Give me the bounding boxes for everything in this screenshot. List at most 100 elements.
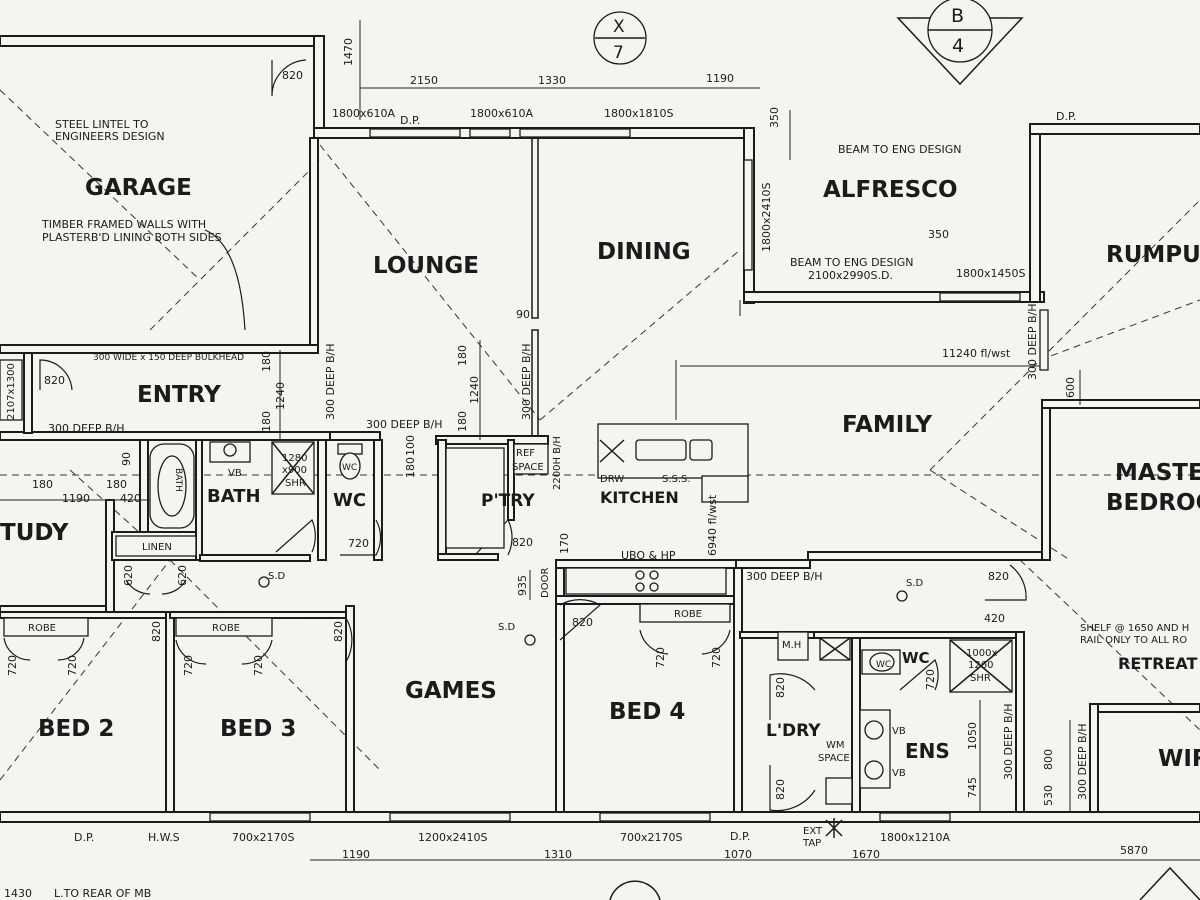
- dim-620-a: 620: [122, 565, 135, 586]
- room-kitchen: KITCHEN: [600, 488, 679, 507]
- room-entry: ENTRY: [137, 382, 221, 408]
- win-1800x1810s: 1800x1810S: [604, 107, 673, 120]
- dim-820-pantry: 820: [512, 536, 533, 549]
- dim-820-bed3: 820: [150, 621, 163, 642]
- doors: [3, 59, 1027, 812]
- dim-820-ldry1: 820: [774, 677, 787, 698]
- room-retreat: RETREAT: [1118, 654, 1198, 673]
- room-pantry: P'TRY: [481, 491, 535, 511]
- room-master: MASTE: [1115, 460, 1200, 486]
- win-1800x610a-1: 1800x610A: [332, 107, 395, 120]
- note-bulkhead: 300 WIDE x 150 DEEP BULKHEAD: [93, 353, 244, 363]
- dim-600: 600: [1064, 377, 1077, 398]
- note-timber-2: PLASTERB'D LINING BOTH SIDES: [42, 231, 222, 244]
- note-ubo: UBO & HP: [621, 549, 676, 562]
- note-ref-2: SPACE: [512, 462, 544, 473]
- dim-620-b: 620: [176, 565, 189, 586]
- note-steel-lintel-1: STEEL LINTEL TO: [55, 118, 149, 131]
- note-sd-1: S.D: [268, 571, 286, 582]
- note-hws: H.W.S: [148, 831, 180, 844]
- dim-5870-bot: 5870: [1120, 844, 1148, 857]
- dim-820-bed4: 820: [572, 616, 593, 629]
- note-shr1-3: SHR: [285, 478, 306, 489]
- note-ref-1: REF: [516, 448, 535, 459]
- dim-745: 745: [966, 777, 979, 798]
- dim-90-a: 90: [516, 308, 530, 321]
- window-alfresco-v: 1800x2410S: [760, 183, 773, 252]
- note-robe-1: ROBE: [28, 623, 56, 634]
- dim-1190-top: 1190: [706, 72, 734, 85]
- marker-b-top: B: [951, 5, 964, 27]
- note-wm-2: SPACE: [818, 753, 850, 764]
- room-bedroom: BEDROO: [1106, 490, 1200, 516]
- windows: [0, 128, 1049, 822]
- marker-x-bottom: 7: [613, 43, 624, 63]
- dim-100: 100: [404, 435, 417, 456]
- dim-720-bed2b: 720: [66, 655, 79, 676]
- note-robe-2: ROBE: [212, 623, 240, 634]
- dim-420-master: 420: [984, 612, 1005, 625]
- note-dp-3: D.P.: [74, 831, 94, 844]
- note-rear: L.TO REAR OF MB: [54, 887, 151, 900]
- win-1200x2410s: 1200x2410S: [418, 831, 487, 844]
- room-bath: BATH: [207, 486, 261, 507]
- dim-180-g: 180: [404, 457, 417, 478]
- note-sd-2: S.D: [498, 622, 516, 633]
- note-bh-kitchen: 300 DEEP B/H: [746, 570, 823, 583]
- dim-720-bed2a: 720: [6, 655, 19, 676]
- dim-180-f: 180: [106, 478, 127, 491]
- window-alfresco: 1800x1450S: [956, 267, 1025, 280]
- dim-720-bed4b: 720: [710, 647, 723, 668]
- dim-1050: 1050: [966, 722, 979, 750]
- note-bh-v2: 300 DEEP B/H: [520, 343, 533, 420]
- room-dining: DINING: [597, 239, 691, 265]
- room-wc: WC: [333, 490, 366, 511]
- dimension-lines: [0, 20, 1200, 861]
- note-shelf-2: RAIL ONLY TO ALL RO: [1080, 635, 1187, 646]
- dim-720-bed3a: 720: [182, 655, 195, 676]
- dim-935: 935: [516, 575, 529, 596]
- room-bed2: BED 2: [38, 716, 114, 742]
- note-wc-fix-2: WC: [876, 660, 891, 670]
- dimensions: 820 1470 2150 1330 1190 1800x610A 1800x6…: [4, 38, 1148, 900]
- dim-2150: 2150: [410, 74, 438, 87]
- dim-420-study: 420: [120, 492, 141, 505]
- dim-180-a: 180: [260, 351, 273, 372]
- dim-1670-bot: 1670: [852, 848, 880, 861]
- note-sd-3: S.D: [906, 578, 924, 589]
- section-markers: X 7 B 4: [613, 5, 964, 63]
- room-wir: WIR: [1158, 746, 1200, 772]
- dim-1190-bot: 1190: [342, 848, 370, 861]
- note-bath-fix: BATH: [173, 468, 183, 492]
- dim-1240-b: 1240: [468, 376, 481, 404]
- note-fl-wst-2: 6940 fl/wst: [706, 494, 719, 556]
- room-garage: GARAGE: [85, 175, 192, 201]
- dim-820-entry: 820: [44, 374, 65, 387]
- note-bh-v1: 300 DEEP B/H: [324, 343, 337, 420]
- note-drw: DRW: [600, 474, 624, 485]
- note-linen: LINEN: [142, 542, 172, 553]
- fixtures: [3, 0, 1024, 805]
- dim-180-b: 180: [260, 411, 273, 432]
- bottom-markers: [609, 818, 1200, 900]
- room-games: GAMES: [405, 678, 497, 704]
- note-wm-1: WM: [826, 740, 845, 751]
- note-fl-wst-1: 11240 fl/wst: [942, 347, 1011, 360]
- dim-2107x1300: 2107x1300: [6, 363, 17, 420]
- room-rumpus: RUMPUS: [1106, 242, 1200, 268]
- note-shelf-1: SHELF @ 1650 AND H: [1080, 623, 1189, 634]
- win-700x2170s-2: 700x2170S: [620, 831, 682, 844]
- room-wc-ens: WC: [902, 649, 930, 667]
- dim-170: 170: [558, 533, 571, 554]
- note-bh-v5: 300 DEEP B/H: [1076, 723, 1089, 800]
- dim-1430: 1430: [4, 887, 32, 900]
- room-study: TUDY: [0, 520, 69, 546]
- dim-820-ldry2: 820: [774, 779, 787, 800]
- room-lounge: LOUNGE: [373, 253, 479, 279]
- note-shr2-1: 1000x: [966, 648, 997, 659]
- dim-1470: 1470: [342, 38, 355, 66]
- note-ext-1: EXT: [803, 826, 823, 837]
- note-bh-entry: 300 DEEP B/H: [48, 422, 125, 435]
- note-bh-v4: 300 DEEP B/H: [1002, 703, 1015, 780]
